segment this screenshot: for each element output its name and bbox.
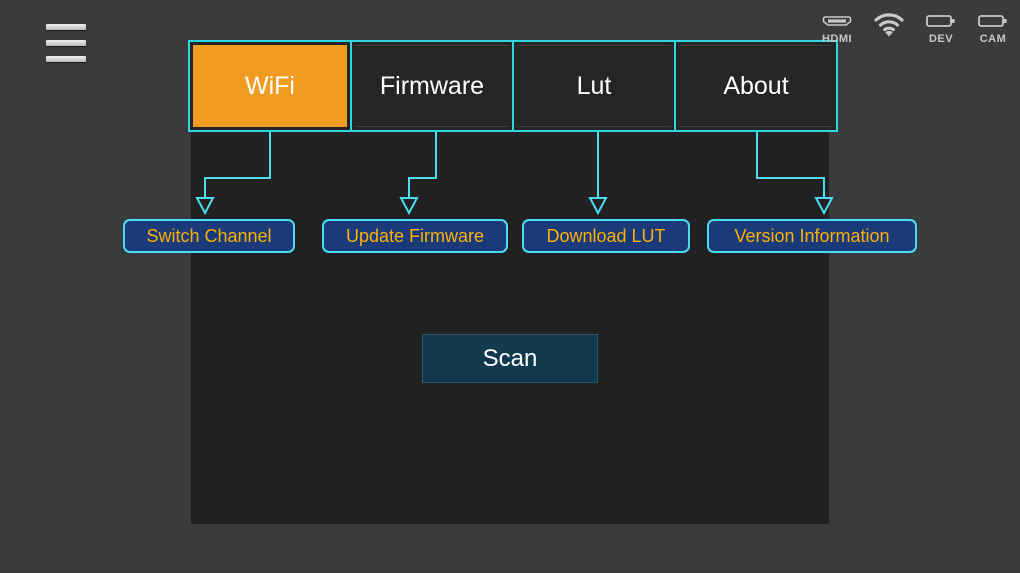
update-firmware-button[interactable]: Update Firmware xyxy=(322,219,508,253)
download-lut-button[interactable]: Download LUT xyxy=(522,219,690,253)
hdmi-label: HDMI xyxy=(821,33,853,45)
switch-channel-button[interactable]: Switch Channel xyxy=(123,219,295,253)
tab-firmware-label: Firmware xyxy=(379,71,485,100)
tab-wifi-fill xyxy=(193,45,347,127)
menu-bar-1 xyxy=(46,24,86,30)
download-lut-label: Download LUT xyxy=(546,225,666,246)
tab-lut-fill xyxy=(517,45,671,127)
version-information-label: Version Information xyxy=(734,225,890,246)
dev-battery-label: DEV xyxy=(928,33,954,45)
tab-bar: WiFi Firmware Lut About xyxy=(188,40,838,132)
tab-firmware[interactable]: Firmware xyxy=(350,40,514,132)
hdmi-status: HDMI xyxy=(818,10,856,45)
menu-button[interactable] xyxy=(46,24,86,62)
cam-battery-icon xyxy=(978,10,1008,32)
scan-button-label: Scan xyxy=(482,344,538,372)
tab-wifi[interactable]: WiFi xyxy=(188,40,352,132)
tab-about[interactable]: About xyxy=(674,40,838,132)
bottom-status-bar: N/A LUT xyxy=(0,523,1020,573)
cam-battery-label: CAM xyxy=(979,33,1007,45)
tab-wifi-label: WiFi xyxy=(245,71,295,100)
cam-battery-status: CAM xyxy=(974,10,1012,45)
menu-bar-3 xyxy=(46,56,86,62)
menu-bar-2 xyxy=(46,40,86,46)
scan-button[interactable]: Scan xyxy=(422,334,598,383)
wifi-icon xyxy=(873,10,905,40)
tab-lut[interactable]: Lut xyxy=(512,40,676,132)
update-firmware-label: Update Firmware xyxy=(345,225,485,246)
tab-firmware-fill xyxy=(355,45,509,127)
version-information-button[interactable]: Version Information xyxy=(707,219,917,253)
hdmi-icon xyxy=(822,10,852,32)
dev-battery-icon xyxy=(926,10,956,32)
dev-battery-status: DEV xyxy=(922,10,960,45)
wifi-status xyxy=(870,10,908,40)
switch-channel-label: Switch Channel xyxy=(146,225,272,246)
tab-about-fill xyxy=(679,45,833,127)
tab-lut-label: Lut xyxy=(576,71,612,100)
tab-about-label: About xyxy=(723,71,789,100)
status-icon-bar: HDMI DEV xyxy=(818,10,1012,45)
